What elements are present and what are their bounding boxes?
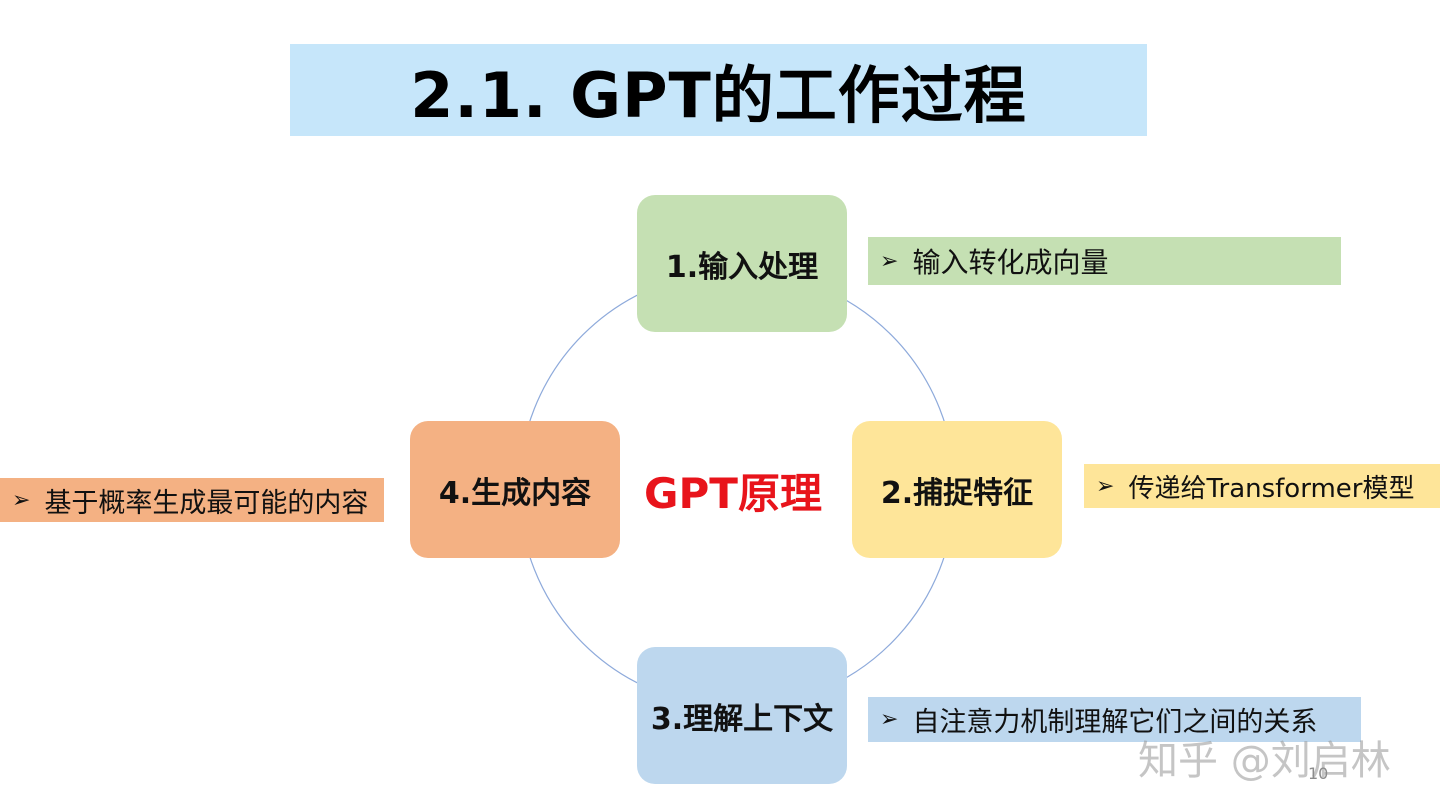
note-generate-content: ➢ 基于概率生成最可能的内容 <box>0 478 384 522</box>
node-capture-features: 2.捕捉特征 <box>852 421 1062 558</box>
note-input-processing: ➢ 输入转化成向量 <box>868 237 1341 285</box>
note-understand-context: ➢ 自注意力机制理解它们之间的关系 <box>868 697 1361 742</box>
node-label: 4.生成内容 <box>438 475 592 511</box>
node-generate-content: 4.生成内容 <box>410 421 620 558</box>
slide-title: 2.1. GPT的工作过程 <box>410 59 1027 132</box>
node-understand-context: 3.理解上下文 <box>637 647 847 784</box>
note-text: 基于概率生成最可能的内容 <box>44 487 369 519</box>
watermark: 知乎 @刘启林 <box>1138 738 1391 784</box>
bullet-arrow-icon: ➢ <box>880 248 899 274</box>
title-bar: 2.1. GPT的工作过程 <box>290 44 1147 136</box>
note-text: 传递给Transformer模型 <box>1128 473 1415 504</box>
node-input-processing: 1.输入处理 <box>637 195 847 332</box>
note-text: 输入转化成向量 <box>912 246 1109 279</box>
node-label: 1.输入处理 <box>665 249 819 285</box>
bullet-arrow-icon: ➢ <box>12 487 31 513</box>
node-label: 3.理解上下文 <box>650 701 834 737</box>
page-number: 10 <box>1308 764 1329 783</box>
note-text: 自注意力机制理解它们之间的关系 <box>912 707 1318 738</box>
center-label: GPT原理 <box>644 468 822 518</box>
node-label: 2.捕捉特征 <box>880 475 1034 511</box>
bullet-arrow-icon: ➢ <box>1096 473 1115 499</box>
note-capture-features: ➢ 传递给Transformer模型 <box>1084 464 1440 508</box>
bullet-arrow-icon: ➢ <box>880 707 899 732</box>
